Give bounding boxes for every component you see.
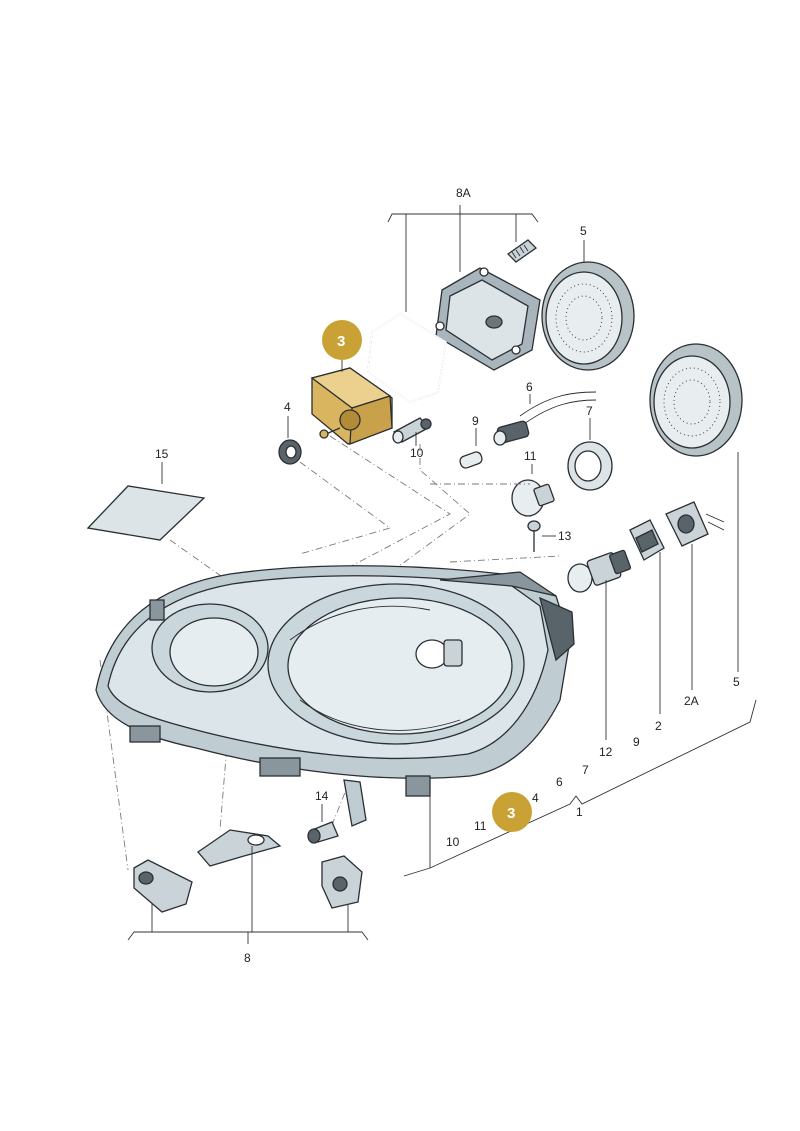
callout-11-top: 11	[524, 449, 537, 463]
badge-top-label: 3	[337, 333, 345, 350]
callout-13: 13	[558, 529, 572, 543]
callout-10-bottom: 10	[446, 835, 460, 849]
callout-9-top: 9	[472, 414, 479, 428]
bulb-11	[511, 479, 555, 517]
bulb-holder-6	[493, 391, 597, 446]
callout-14: 14	[315, 789, 329, 803]
callout-9-bottom: 9	[633, 735, 640, 749]
wedge-bulb-9	[459, 451, 483, 469]
mount-bracket-right	[321, 855, 363, 909]
screw-8a	[506, 239, 538, 263]
rear-cover-8a	[435, 267, 541, 371]
dust-cap-upper	[541, 261, 635, 371]
highlight-badge-bottom: 3	[492, 792, 532, 832]
callout-6-top: 6	[526, 380, 533, 394]
highlight-badge-top: 3	[322, 320, 362, 360]
h7-bulb-12	[567, 549, 632, 593]
callout-4-bottom: 4	[532, 791, 539, 805]
mount-bracket-middle	[197, 829, 282, 867]
mount-bracket-left	[133, 859, 193, 913]
bracket-8	[127, 846, 369, 944]
callout-4-top: 4	[284, 400, 291, 414]
screw-13	[527, 520, 541, 552]
callout-2: 2	[655, 719, 662, 733]
callout-5-bottom: 5	[733, 675, 740, 689]
callout-10-top: 10	[410, 446, 424, 460]
callout-8a: 8A	[456, 186, 471, 200]
callout-8-bottom: 8	[244, 951, 251, 965]
gasket-seal	[367, 313, 447, 403]
callout-1: 1	[576, 805, 583, 819]
callout-7-bottom: 7	[582, 763, 589, 777]
right-leaders	[605, 452, 739, 740]
callout-5-top: 5	[580, 224, 587, 238]
bracket-8a	[387, 205, 539, 312]
callout-12: 12	[599, 745, 613, 759]
bulb-holder-7	[567, 441, 613, 491]
callout-7-top: 7	[586, 404, 593, 418]
leveling-motor-highlighted	[310, 367, 393, 445]
dust-cap-lower	[649, 343, 743, 457]
connector-2	[629, 519, 665, 561]
screw-14	[307, 821, 339, 844]
badge-bottom-label: 3	[507, 805, 515, 822]
connector-2a	[665, 501, 725, 547]
callout-11-bottom: 11	[474, 819, 487, 833]
baseline-1	[403, 699, 757, 877]
callout-2a: 2A	[684, 694, 699, 708]
headlight-housing-1	[95, 565, 575, 827]
bulb-socket-10	[392, 417, 432, 444]
retaining-ring	[278, 439, 302, 465]
callout-6-bottom: 6	[556, 775, 563, 789]
callout-15: 15	[155, 447, 169, 461]
bulb-cap	[415, 639, 463, 669]
cover-plate-15	[86, 485, 206, 541]
